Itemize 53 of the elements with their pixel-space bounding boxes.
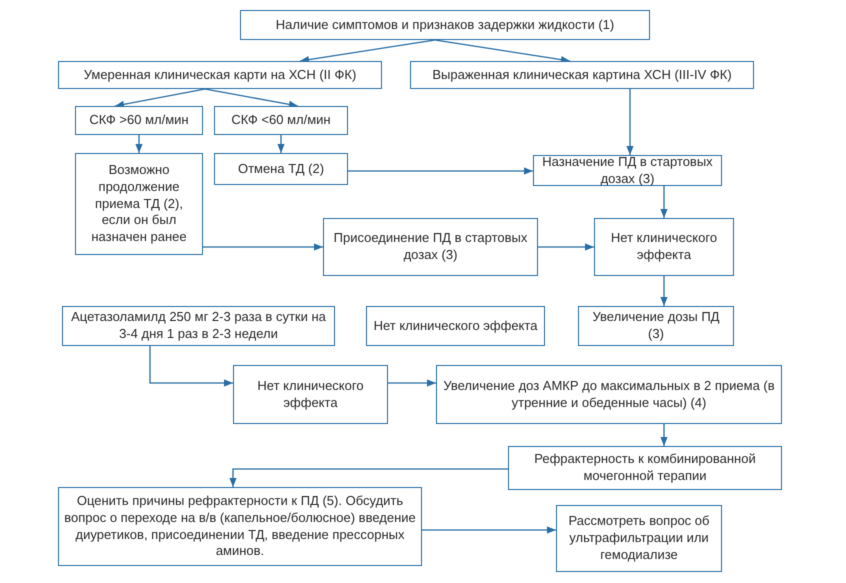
process-box bbox=[508, 446, 782, 490]
arrow bbox=[149, 346, 233, 387]
box-text: Ацетазоламилд 250 мг 2-3 раза в сутки на 3-4 дня 1 раз в 2-3 недели bbox=[70, 309, 327, 343]
process-box bbox=[58, 487, 422, 566]
box-text: Оценить причины рефрактерности к ПД (5). Обсудить вопрос о переходе на в/в (капельное/болюсное) введение диуретиков, присоединении ТД, введение прессорных аминов. bbox=[63, 492, 417, 560]
process-box bbox=[75, 153, 203, 255]
box-text: Присоединение ПД в стартовых дозах (3) bbox=[332, 230, 528, 264]
process-box bbox=[556, 505, 722, 572]
arrow bbox=[114, 88, 206, 108]
arrow bbox=[300, 39, 436, 64]
process-box bbox=[58, 61, 382, 89]
box-text: Умеренная клиническая карти на ХСН (II ФК) bbox=[84, 66, 356, 84]
box-text: Рассмотреть вопрос об ультрафильтрации или гемодиализе bbox=[568, 513, 710, 564]
arrow bbox=[660, 186, 668, 218]
arrow bbox=[203, 243, 323, 251]
box-text: СКФ >60 мл/мин bbox=[89, 112, 189, 129]
box-text: Рефрактерность к комбинированной мочегонной терапии bbox=[533, 451, 757, 485]
box-text: Нет клинического эффекта bbox=[610, 230, 718, 264]
arrow bbox=[626, 89, 634, 155]
process-box bbox=[323, 218, 538, 276]
arrow bbox=[204, 88, 298, 108]
arrow bbox=[422, 526, 556, 534]
process-box bbox=[410, 61, 754, 89]
arrow bbox=[660, 424, 668, 446]
box-text: Увеличение дозы ПД (3) bbox=[592, 309, 720, 343]
process-box bbox=[366, 306, 545, 346]
process-box bbox=[214, 153, 348, 185]
process-box bbox=[578, 306, 734, 346]
box-text: Возможно продолжение приема ТД (2), если он был назначен ранее bbox=[90, 162, 188, 246]
arrow bbox=[388, 379, 436, 387]
box-text: СКФ <60 мл/мин bbox=[231, 112, 331, 129]
arrow bbox=[434, 39, 570, 64]
process-box bbox=[594, 218, 734, 276]
box-text: Увеличение доз АМКР до максимальных в 2 приема (в утренние и обеденные часы) (4) bbox=[442, 378, 776, 412]
box-text: Отмена ТД (2) bbox=[238, 160, 324, 178]
box-text: Наличие симптомов и признаков задержки жидкости (1) bbox=[276, 16, 614, 34]
process-box bbox=[62, 306, 335, 346]
box-text: Нет клинического эффекта bbox=[374, 318, 538, 334]
arrow bbox=[135, 135, 143, 153]
box-text: Назначение ПД в стартовых дозах (3) bbox=[541, 154, 714, 188]
process-box bbox=[533, 155, 722, 186]
box-text: Выраженная клиническая картина ХСН (III-IV ФК) bbox=[432, 66, 732, 84]
arrow bbox=[229, 468, 508, 487]
process-box bbox=[214, 106, 348, 135]
arrow bbox=[660, 276, 668, 306]
arrow bbox=[348, 167, 533, 175]
box-text: Нет клинического эффекта bbox=[256, 378, 365, 412]
process-box bbox=[436, 365, 782, 424]
process-box bbox=[75, 106, 203, 135]
arrow bbox=[277, 135, 285, 153]
process-box bbox=[240, 10, 650, 40]
arrow bbox=[538, 243, 594, 251]
process-box bbox=[233, 365, 388, 424]
